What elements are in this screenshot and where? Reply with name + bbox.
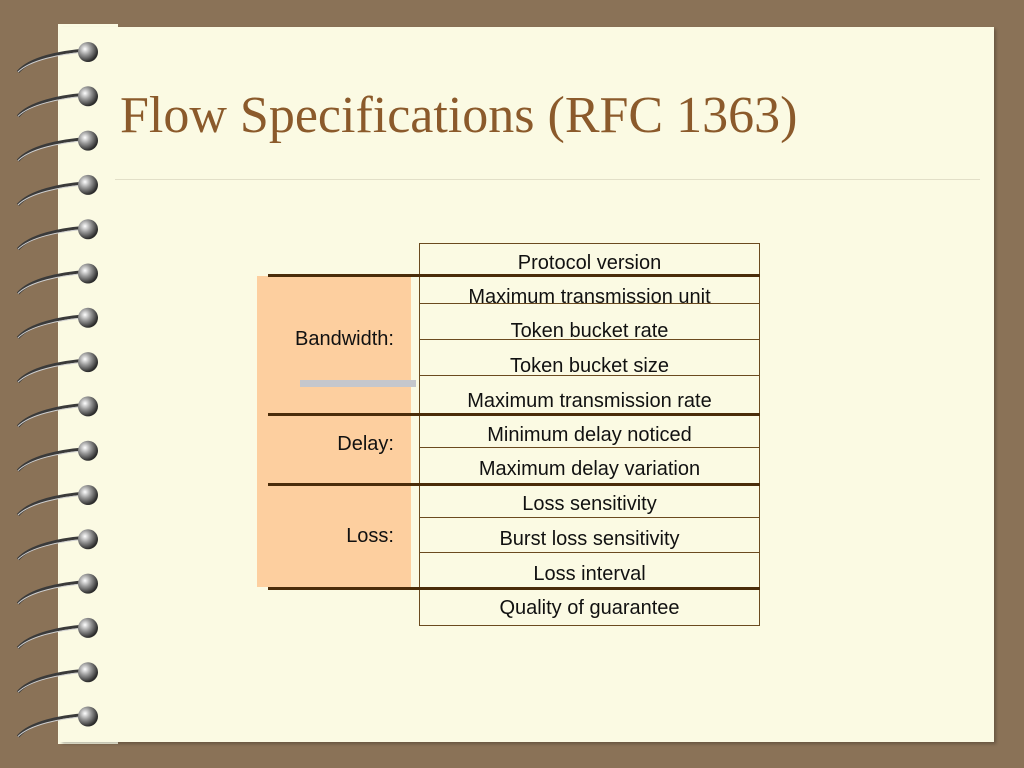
- spiral-ring: [78, 86, 98, 107]
- spiral-ring: [78, 706, 98, 727]
- spiral-ring: [78, 174, 98, 195]
- spiral-ring: [78, 573, 98, 594]
- field-token-bucket-rate: Token bucket rate: [510, 320, 669, 342]
- title-divider: [115, 179, 980, 180]
- spiral-ring: [78, 617, 98, 638]
- spiral-ring: [78, 263, 98, 284]
- group-label-highlight: [257, 276, 411, 587]
- spiral-binding-icon: [16, 42, 98, 738]
- field-token-bucket-size: Token bucket size: [510, 355, 669, 377]
- group-divider: [268, 413, 760, 416]
- bandwidth-label: Bandwidth:: [295, 328, 394, 350]
- delay-label: Delay:: [337, 433, 394, 455]
- row-divider: [419, 517, 760, 518]
- field-max-transmission-rate: Maximum transmission rate: [467, 390, 712, 412]
- field-max-delay-variation: Maximum delay variation: [478, 458, 701, 480]
- loss-label: Loss:: [346, 525, 394, 547]
- row-divider: [419, 552, 760, 553]
- field-loss-sensitivity: Loss sensitivity: [522, 493, 657, 515]
- field-loss-interval: Loss interval: [533, 563, 646, 585]
- field-quality-of-guarantee: Quality of guarantee: [499, 597, 680, 619]
- field-min-delay-noticed: Minimum delay noticed: [487, 424, 692, 446]
- field-max-transmission-unit: Maximum transmission unit: [468, 286, 711, 308]
- field-burst-loss-sensitivity: Burst loss sensitivity: [499, 528, 680, 550]
- spiral-ring: [78, 219, 98, 240]
- row-divider: [419, 375, 760, 376]
- spiral-ring: [78, 352, 98, 373]
- spiral-ring: [78, 529, 98, 550]
- row-divider: [419, 339, 760, 340]
- group-divider: [268, 483, 760, 486]
- spiral-ring: [78, 42, 98, 62]
- row-divider: [419, 447, 760, 448]
- group-divider: [268, 274, 760, 277]
- slide-title: Flow Specifications (RFC 1363): [120, 87, 798, 144]
- spiral-ring: [78, 130, 98, 151]
- spiral-ring: [78, 662, 98, 683]
- spiral-ring: [78, 440, 98, 461]
- spiral-ring: [78, 485, 98, 505]
- group-divider: [268, 587, 760, 590]
- spiral-ring: [78, 396, 98, 417]
- spiral-ring: [78, 307, 98, 328]
- row-divider: [419, 303, 760, 304]
- field-protocol-version: Protocol version: [517, 252, 662, 274]
- flowspec-table: Protocol version Maximum transmission un…: [419, 243, 760, 626]
- pointer-bar: [300, 380, 416, 387]
